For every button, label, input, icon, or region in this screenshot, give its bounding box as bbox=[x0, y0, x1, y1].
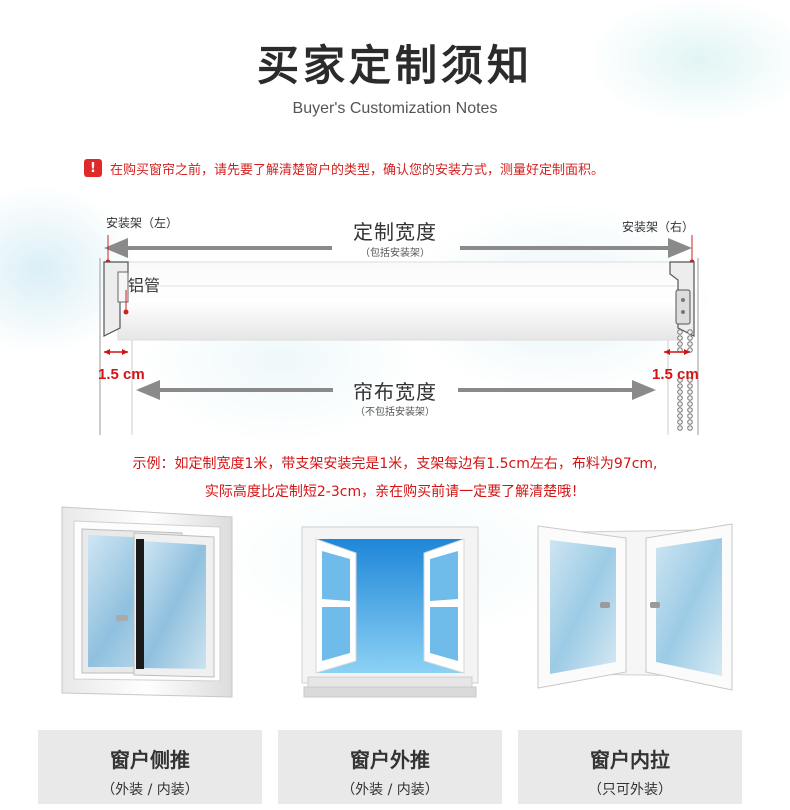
measure-left: 1.5 cm bbox=[98, 366, 145, 383]
page-subtitle: Buyer's Customization Notes bbox=[292, 100, 498, 117]
bracket-right-label: 安装架（右） bbox=[622, 220, 695, 234]
window-type-card-sliding: 窗户侧推 （外装 / 内装） bbox=[38, 730, 262, 804]
page-title: 买家定制须知 bbox=[256, 41, 533, 90]
example-line-1: 示例：如定制宽度1米，带支架安装完是1米，支架每边有1.5cm左右，布料为97c… bbox=[132, 456, 658, 472]
bracket-left-label: 安装架（左） bbox=[106, 216, 179, 230]
window-type-name: 窗户侧推 bbox=[110, 748, 190, 772]
diagram-graphic bbox=[99, 235, 699, 435]
example-line-2: 实际高度比定制短2-3cm，亲在购买前请一定要了解清楚哦！ bbox=[204, 484, 586, 500]
window-type-card-outward: 窗户外推 （外装 / 内装） bbox=[278, 730, 502, 804]
custom-width-label: 定制宽度 bbox=[353, 220, 437, 244]
aluminum-tube-label: 铝管 bbox=[128, 276, 161, 295]
exclamation-icon: ! bbox=[84, 159, 102, 177]
roller-blind-diagram: 安装架（左） 安装架（右） 定制宽度 （包括安装架） 铝管 1.5 cm 1.5… bbox=[0, 200, 790, 440]
fabric-width-note: （不包括安装架） bbox=[355, 407, 435, 418]
window-sliding-image bbox=[56, 505, 240, 705]
window-type-note: （只可外装） bbox=[588, 782, 672, 798]
custom-width-note: （包括安装架） bbox=[360, 248, 430, 259]
window-type-note: （外装 / 内装） bbox=[101, 782, 199, 798]
window-type-name: 窗户外推 bbox=[350, 748, 430, 772]
window-type-card-inward: 窗户内拉 （只可外装） bbox=[518, 730, 742, 804]
notice-text: 在购买窗帘之前，请先要了解清楚窗户的类型，确认您的安装方式，测量好定制面积。 bbox=[110, 162, 605, 178]
notice-bar: ! 在购买窗帘之前，请先要了解清楚窗户的类型，确认您的安装方式，测量好定制面积。 bbox=[84, 158, 604, 178]
window-inward-image bbox=[530, 512, 740, 702]
window-type-note: （外装 / 内装） bbox=[341, 782, 439, 798]
window-outward-image bbox=[300, 525, 480, 705]
fabric-width-label: 帘布宽度 bbox=[353, 380, 437, 404]
measure-right: 1.5 cm bbox=[652, 366, 699, 383]
window-type-name: 窗户内拉 bbox=[590, 748, 670, 772]
